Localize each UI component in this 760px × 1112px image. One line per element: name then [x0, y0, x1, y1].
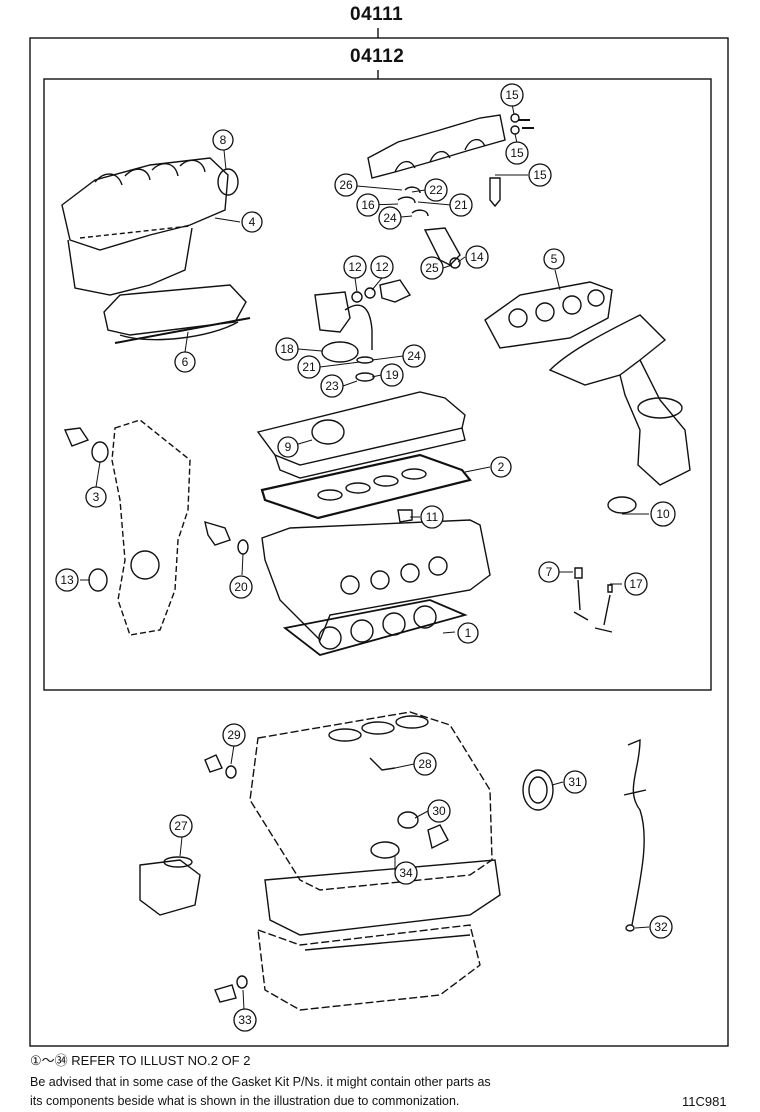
callout-20: 20: [229, 575, 253, 599]
timing-cover-drawing: [63, 419, 249, 636]
outer-part-number: 04111: [350, 4, 404, 25]
callout-10: 10: [650, 501, 676, 527]
callout-13: 13: [55, 568, 79, 592]
callout-15c: 15: [528, 163, 552, 187]
callout-28-label: 28: [418, 757, 432, 771]
callout-33-label: 33: [238, 1013, 252, 1027]
engine-block-drawing: [139, 711, 647, 1011]
callout-14-label: 14: [470, 250, 484, 264]
callout-32: 32: [649, 915, 673, 939]
callout-25-label: 25: [425, 261, 439, 275]
callout-34-label: 34: [399, 866, 413, 880]
callout-12a: 12: [343, 255, 367, 279]
callout-21b: 21: [297, 355, 321, 379]
callout-5-label: 5: [551, 252, 558, 266]
callout-7-label: 7: [546, 565, 553, 579]
callout-11: 11: [420, 505, 444, 529]
callout-16-label: 16: [361, 198, 375, 212]
fuel-rail-drawing: [367, 113, 534, 269]
callout-19-label: 19: [385, 368, 399, 382]
advice-note-line-2: its components beside what is shown in t…: [30, 1094, 460, 1108]
head-cover-drawing: [256, 391, 472, 523]
intake-manifold-drawing: [61, 157, 251, 344]
callout-29: 29: [222, 723, 246, 747]
callout-26: 26: [334, 173, 358, 197]
outer-kit-frame: [29, 37, 729, 1047]
callout-28: 28: [413, 752, 437, 776]
callout-31-label: 31: [568, 775, 582, 789]
callout-17-label: 17: [629, 577, 643, 591]
callout-30-label: 30: [432, 804, 446, 818]
callout-24a-label: 24: [383, 211, 397, 225]
callout-15c-label: 15: [533, 168, 547, 182]
callout-15a-label: 15: [505, 88, 519, 102]
callout-16: 16: [356, 193, 380, 217]
callout-24b: 24: [402, 344, 426, 368]
callout-24a: 24: [378, 206, 402, 230]
callout-23-label: 23: [325, 379, 339, 393]
callout-8: 8: [212, 129, 234, 151]
callout-26-label: 26: [339, 178, 353, 192]
cylinder-head-drawing: [261, 519, 491, 656]
inner-kit-frame: [43, 78, 712, 691]
callout-7: 7: [538, 561, 560, 583]
callout-23: 23: [320, 374, 344, 398]
callout-14: 14: [465, 245, 489, 269]
callout-21a-label: 21: [454, 198, 468, 212]
callout-4: 4: [241, 211, 263, 233]
callout-1: 1: [457, 622, 479, 644]
callout-18: 18: [275, 337, 299, 361]
callout-19: 19: [380, 363, 404, 387]
callout-21a: 21: [449, 193, 473, 217]
callout-17: 17: [624, 572, 648, 596]
callout-30: 30: [427, 799, 451, 823]
callout-24b-label: 24: [407, 349, 421, 363]
callout-21b-label: 21: [302, 360, 316, 374]
callout-12b-label: 12: [375, 260, 389, 274]
callout-2: 2: [490, 456, 512, 478]
callouts: 1 2 3 4 5 6 7 8 9 10 11 12 12 13 14 15 1…: [55, 83, 676, 1032]
callout-9: 9: [277, 436, 299, 458]
callout-6-label: 6: [182, 355, 189, 369]
callout-15b-label: 15: [510, 146, 524, 160]
exhaust-manifold-drawing: [484, 281, 691, 514]
callout-5: 5: [543, 248, 565, 270]
callout-6: 6: [174, 351, 196, 373]
callout-8-label: 8: [220, 133, 227, 147]
leader-lines: [80, 103, 650, 1011]
callout-34: 34: [394, 861, 418, 885]
callout-25: 25: [420, 256, 444, 280]
callout-4-label: 4: [249, 215, 256, 229]
callout-3: 3: [85, 486, 107, 508]
valves-drawing: [573, 567, 613, 633]
callout-22: 22: [424, 178, 448, 202]
callout-10-label: 10: [656, 507, 670, 521]
callout-15a: 15: [500, 83, 524, 107]
callout-22-label: 22: [429, 183, 443, 197]
callout-1-label: 1: [465, 626, 472, 640]
callout-2-label: 2: [498, 460, 505, 474]
callout-15b: 15: [505, 141, 529, 165]
advice-note-line-1: Be advised that in some case of the Gask…: [30, 1075, 491, 1089]
callout-11-label: 11: [426, 510, 439, 524]
callout-27: 27: [169, 814, 193, 838]
callout-27-label: 27: [174, 819, 188, 833]
callout-32-label: 32: [654, 920, 668, 934]
callout-31: 31: [563, 770, 587, 794]
callout-18-label: 18: [280, 342, 294, 356]
callout-20-label: 20: [234, 580, 248, 594]
callout-13-label: 13: [60, 573, 74, 587]
illustration-code: 11C981: [682, 1094, 727, 1109]
callout-12a-label: 12: [348, 260, 362, 274]
inner-part-number: 04112: [350, 46, 405, 67]
callout-12b: 12: [370, 255, 394, 279]
callout-29-label: 29: [227, 728, 241, 742]
refer-note: ①～㉞ REFER TO ILLUST NO.2 OF 2: [30, 1053, 251, 1068]
callout-3-label: 3: [93, 490, 100, 504]
callout-9-label: 9: [285, 440, 292, 454]
callout-33: 33: [233, 1008, 257, 1032]
